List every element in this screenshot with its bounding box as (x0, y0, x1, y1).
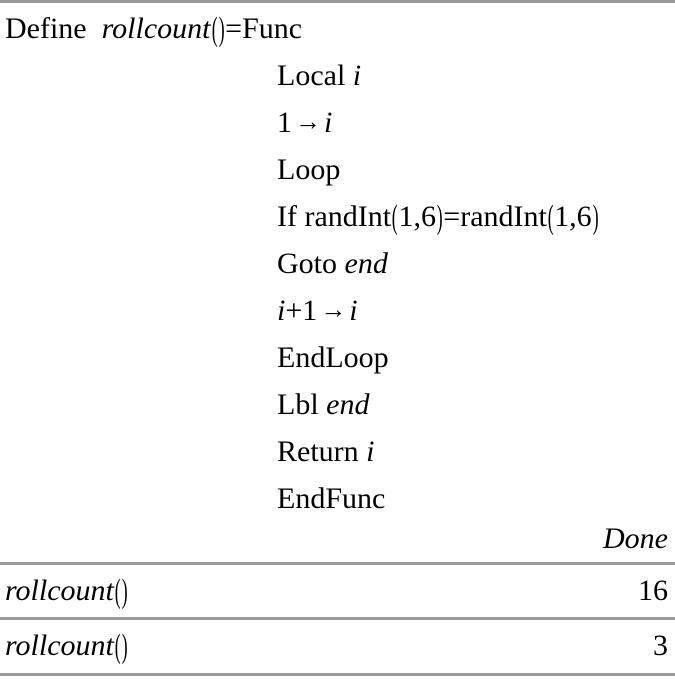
separator-rule-bottom (0, 673, 675, 676)
code-line-endloop[interactable]: EndLoop (277, 343, 389, 373)
code-token: Loop (277, 153, 341, 186)
history-entry-row[interactable]: rollcount() 3 (0, 620, 675, 675)
code-variable: end (326, 388, 370, 421)
entry-result: 16 (638, 574, 668, 607)
equals-sign: = (225, 12, 243, 45)
code-line-goto[interactable]: Goto end (277, 249, 388, 279)
code-token: +1 (285, 294, 318, 327)
code-line-if[interactable]: If randInt(1,6)=randInt(1,6) (277, 199, 599, 236)
code-line-incr[interactable]: i+1→i (277, 294, 358, 327)
define-header-line[interactable]: Define rollcount()=Func (5, 11, 303, 48)
code-line-local[interactable]: Local i (277, 61, 361, 91)
func-keyword: Func (242, 12, 303, 45)
code-variable: i (324, 106, 333, 139)
define-keyword: Define (5, 12, 87, 45)
code-token: EndFunc (277, 482, 386, 515)
code-line-loop[interactable]: Loop (277, 155, 340, 185)
code-variable: i (366, 435, 375, 468)
code-token: Lbl (277, 388, 327, 421)
code-variable: end (344, 247, 388, 280)
code-token: 1,6 (398, 200, 436, 233)
code-line-lbl[interactable]: Lbl end (277, 390, 370, 420)
separator-rule-top (0, 0, 675, 3)
entry-result: 3 (653, 629, 668, 662)
entry-function-name: rollcount (5, 574, 114, 607)
code-variable: i (277, 294, 286, 327)
store-arrow-icon: → (320, 295, 347, 324)
code-token: Local (277, 59, 353, 92)
entry-expression: rollcount() (5, 628, 128, 665)
code-line-endfunc[interactable]: EndFunc (277, 484, 385, 514)
entry-expression: rollcount() (5, 573, 128, 610)
code-token: EndLoop (277, 341, 389, 374)
code-token: Return (277, 435, 367, 468)
code-line-return[interactable]: Return i (277, 437, 375, 467)
separator-rule-after-entry-1 (0, 617, 675, 620)
entry-function-name: rollcount (5, 629, 114, 662)
code-variable: i (349, 294, 358, 327)
separator-rule-after-definition (0, 562, 675, 565)
code-token: Goto (277, 247, 345, 280)
code-token: 1 (277, 106, 292, 139)
code-token: 1,6 (554, 200, 592, 233)
code-line-init[interactable]: 1→i (277, 106, 333, 139)
code-variable: i (352, 59, 362, 92)
code-token: If randInt (277, 200, 392, 233)
code-token: =randInt (443, 200, 547, 233)
history-entry-row[interactable]: rollcount() 16 (0, 565, 675, 620)
store-arrow-icon: → (295, 107, 321, 136)
function-name: rollcount (101, 12, 211, 45)
definition-result-done: Done (603, 522, 668, 555)
